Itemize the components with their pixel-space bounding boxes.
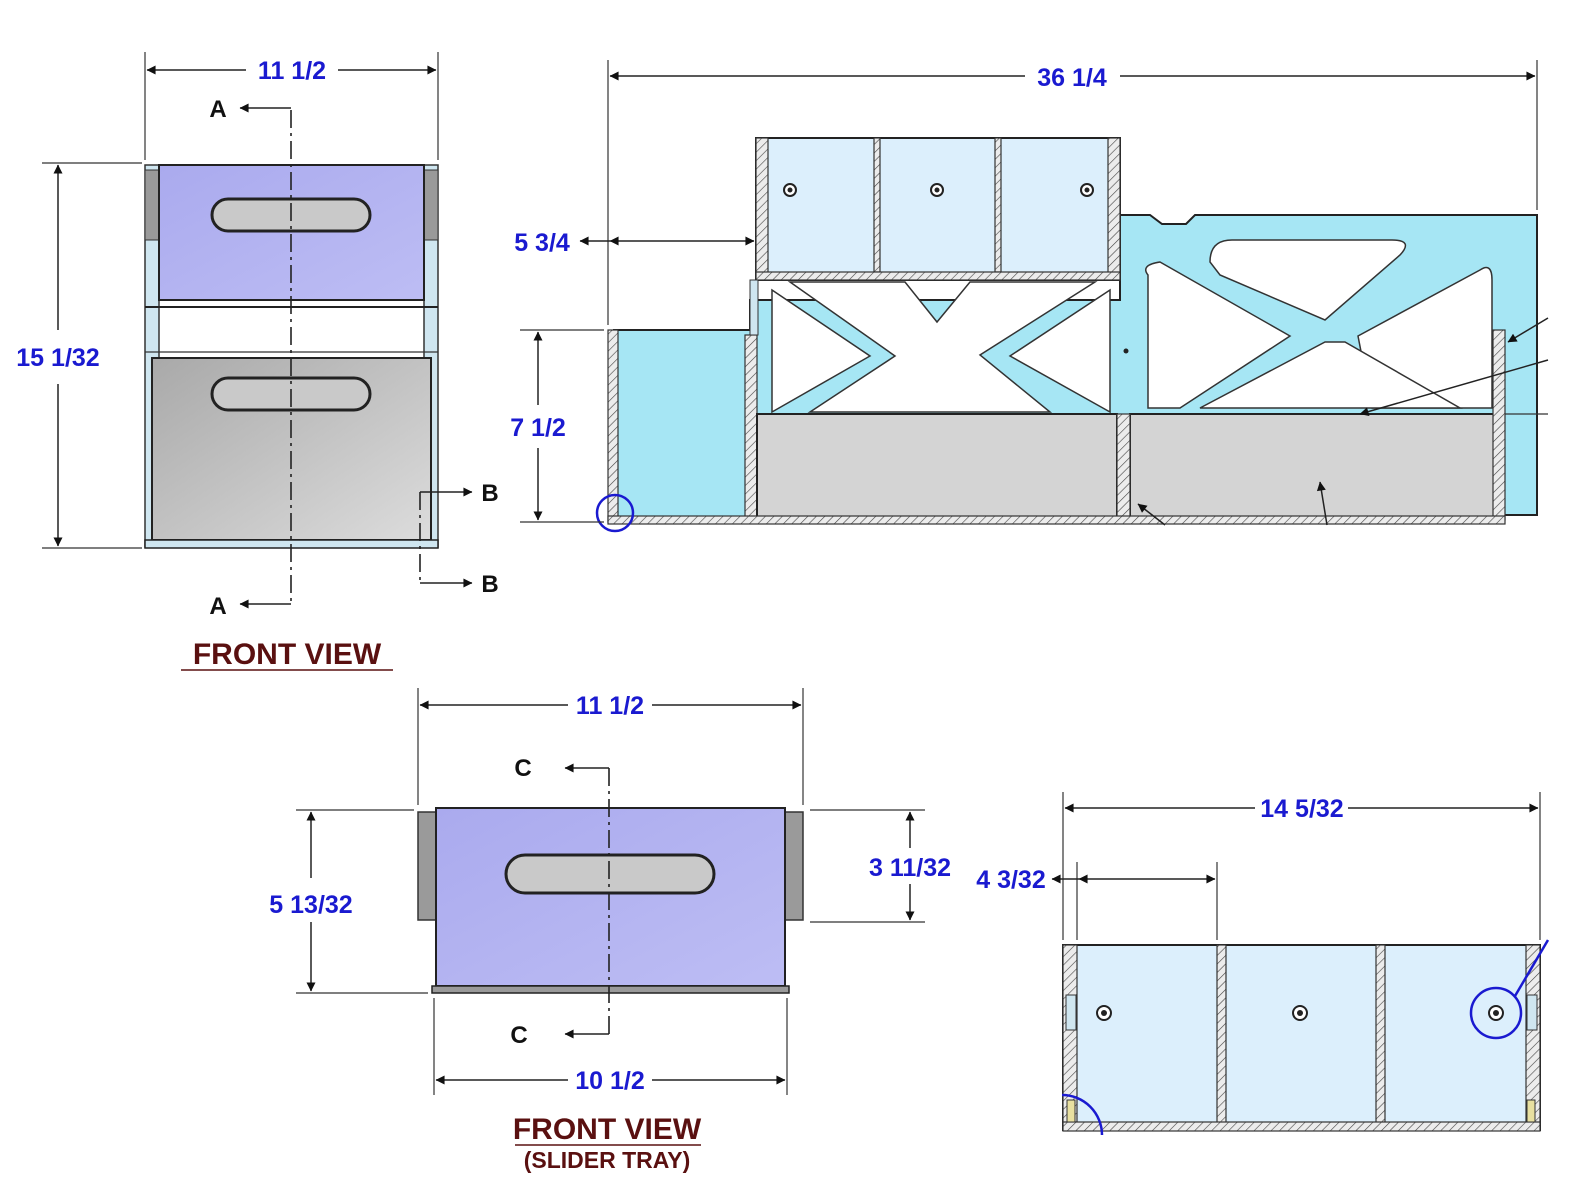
slider-inner-height-dim: 3 11/32 [869, 854, 951, 882]
section-lower-height-dim: 7 1/2 [510, 414, 566, 442]
right-x-brace-cutout-left [1145, 261, 1292, 409]
upper-tray-floor [755, 271, 1121, 281]
lower-left-wall [607, 329, 619, 523]
upper-tray-divider-2 [994, 137, 1002, 273]
upper-tray-left-wall [755, 137, 769, 281]
tray-section-divider-2 [1375, 944, 1386, 1124]
section-c-bottom-label: C [510, 1022, 527, 1049]
section-c-top-label: C [514, 755, 531, 782]
lower-bin-right [1129, 413, 1497, 519]
left-brace-triangle-left [771, 288, 872, 414]
slider-view-subtitle: (SLIDER TRAY) [524, 1147, 691, 1173]
slider-top-width-dim: 11 1/2 [576, 692, 644, 720]
lower-left-divider [744, 334, 758, 521]
lower-bin-left [756, 413, 1118, 519]
slider-overall-height-dim: 5 13/32 [269, 891, 352, 919]
detail-callout-circle [595, 493, 635, 533]
leader-arrow-1 [1137, 503, 1166, 526]
lower-right-wall [1492, 329, 1506, 521]
slider-right-guide [784, 811, 804, 921]
screw-detail-leader [1513, 939, 1550, 997]
slider-left-guide [417, 811, 437, 921]
section-view: 36 1/4 5 3/4 7 1/2 [510, 60, 1549, 533]
slider-bottom-width-dim: 10 1/2 [575, 1067, 645, 1095]
tray-section-left-pin [1066, 1099, 1076, 1123]
left-guide-block [144, 169, 160, 241]
section-a-bottom-label: A [209, 593, 226, 620]
leader-arrow-4 [1507, 317, 1549, 343]
tray-section-body [1062, 944, 1541, 1131]
slider-view-title: FRONT VIEW [513, 1113, 702, 1146]
lower-floor [607, 515, 1506, 525]
tray-section-right-pin [1526, 1099, 1536, 1123]
leader-arrow-2 [1316, 481, 1328, 526]
tray-section-floor [1062, 1121, 1541, 1132]
tray-overall-width-dim: 14 5/32 [1260, 795, 1343, 823]
upper-tray-divider-1 [873, 137, 881, 273]
lower-left-step [749, 279, 759, 336]
tray-section-left-slot [1065, 994, 1077, 1031]
leader-arrow-3 [1359, 359, 1549, 416]
front-view-height-dim: 15 1/32 [16, 344, 99, 372]
front-view-title: FRONT VIEW [193, 638, 382, 671]
tray-pocket-width-dim: 4 3/32 [976, 866, 1046, 894]
corner-detail-callout [1061, 1093, 1104, 1136]
slider-tray-base [431, 985, 790, 994]
left-brace-triangle-right [1008, 288, 1111, 414]
left-x-brace-cutout [787, 281, 1098, 413]
frame-hole [1123, 348, 1129, 354]
tray-section-divider-1 [1216, 944, 1227, 1124]
right-x-brace-cutout-bottom [1199, 341, 1463, 409]
right-x-brace-cutout-top [1209, 239, 1407, 321]
slider-handle-slot [504, 853, 716, 895]
front-view: A A B B 11 1/2 15 1/32 FRONT VIEW [16, 52, 499, 671]
front-view-width-dim: 11 1/2 [258, 57, 326, 85]
tray-section-right-slot [1526, 994, 1538, 1031]
upper-tray-right-wall [1107, 137, 1121, 281]
section-b-top-label: B [481, 480, 498, 507]
slider-tray-view: C C 11 1/2 10 1/2 5 13/32 3 11/32 FRONT … [269, 688, 951, 1173]
section-a-top-label: A [209, 96, 226, 123]
slider-tray-panel [435, 807, 786, 987]
section-b-bottom-label: B [481, 571, 498, 598]
lower-bin-divider [1116, 413, 1131, 519]
screw-detail-callout [1469, 986, 1523, 1040]
tray-section-view: 14 5/32 4 3/32 [976, 792, 1550, 1136]
section-offset-dim: 5 3/4 [514, 229, 570, 257]
right-guide-block [423, 169, 439, 241]
section-length-dim: 36 1/4 [1037, 64, 1107, 92]
upper-tray [755, 137, 1121, 281]
